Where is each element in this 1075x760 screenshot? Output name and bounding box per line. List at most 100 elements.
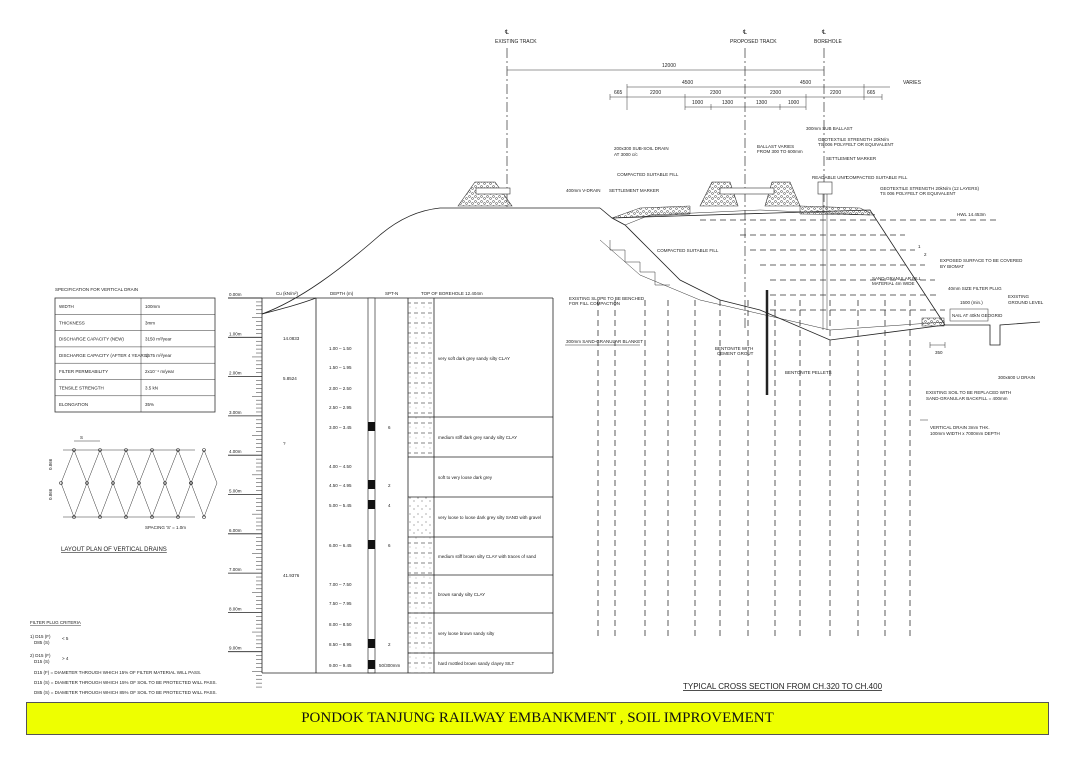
scale-label: 5.00m [229, 489, 242, 494]
soil-description: very soft dark grey sandy silty CLAY [438, 356, 510, 361]
depth-interval: 7.50 – 7.95 [329, 601, 352, 606]
spec-parameter: THICKNESS [59, 320, 85, 325]
drain-point [150, 515, 154, 519]
label-existing-slope: EXISTING SLOPE TO BE BENCHED [569, 296, 645, 301]
cl-symbol: ℄ [742, 30, 747, 36]
vertical-drains [597, 300, 911, 640]
drain-point [202, 515, 206, 519]
label-subsoil-drain2: AT 3000 c/c [614, 152, 638, 157]
title-banner: PONDOK TANJUNG RAILWAY EMBANKMENT , SOIL… [26, 702, 1049, 735]
soil-description: brown sandy silty CLAY [438, 592, 485, 597]
spec-value: 3mm [145, 320, 155, 325]
label-existing-ground2: GROUND LEVEL [1008, 300, 1044, 305]
dim-row3: 2200 [650, 90, 661, 96]
label-exposed-surface2: BY BIOMAT [940, 264, 964, 269]
spt-sample-marker [368, 540, 375, 549]
spec-parameter: WIDTH [59, 304, 74, 309]
label-bentonite-grout2: CEMENT GROUT [717, 351, 754, 356]
dim-half-left: 4500 [682, 80, 693, 86]
drain-point [72, 515, 76, 519]
label-min-1500: 1500 (min.) [960, 300, 983, 305]
label-nail-geogrid: NAIL AT 40kN GEOGRID [952, 313, 1003, 318]
scale-label: 6.00m [229, 528, 242, 533]
filter-note: D15 (F) = DIAMETER THROUGH WHICH 15% OF … [34, 670, 201, 675]
embankment-annotations: 300mm SUB BALLAST GEOTEXTILE STRENGTH 20… [565, 126, 1044, 436]
cl-proposed-track: PROPOSED TRACK [730, 39, 777, 45]
soil-description: medium stiff dark grey sandy silty CLAY [438, 435, 517, 440]
drain-diamond [60, 449, 88, 518]
header-top-of-borehole: TOP OF BOREHOLE 12.404m [421, 291, 483, 296]
depth-interval: 1.00 – 1.50 [329, 346, 352, 351]
label-subsoil-drain: 200x300 SUB-SOIL DRAIN [614, 146, 669, 151]
cu-value: 5.8524 [283, 376, 297, 381]
filter-note: D85 (S) = DIAMETER THROUGH WHICH 85% OF … [34, 690, 217, 695]
dim-varies: VARIES [903, 80, 922, 86]
cu-value: 41.9376 [283, 573, 300, 578]
header-spt: SPT-N [385, 291, 398, 296]
spec-value: 35% [145, 402, 154, 407]
dim-row3: 665 [867, 90, 876, 96]
label-slope-2: 2 [924, 252, 927, 257]
header-depth: DEPTH (m) [330, 291, 354, 296]
drain-point [59, 481, 63, 485]
filter-c1-op: < 5 [62, 636, 69, 641]
spt-sample-marker [368, 500, 375, 509]
label-sand-blanket: 300mm SAND-GRANULAR BLANKET [566, 339, 643, 344]
depth-interval: 2.50 – 2.95 [329, 405, 352, 410]
existing-embankment [261, 181, 600, 315]
label-ballast-varies: BALLAST VARIES [757, 144, 794, 149]
label-geotextile-layers: GEOTEXTILE STRENGTH 20kN/m (12 LAYERS) [880, 186, 979, 191]
drain-point [72, 448, 76, 452]
drain-diamond [164, 449, 192, 518]
filter-c2-den: D15 (S) [34, 659, 50, 664]
depth-interval: 4.00 – 4.50 [329, 464, 352, 469]
drain-diamond [112, 449, 140, 518]
scale-label: 3.00m [229, 410, 242, 415]
drain-point [163, 481, 167, 485]
dim-row3: 2200 [830, 90, 841, 96]
label-sand-granular-fill: SAND-GRANULAR FILL [872, 276, 922, 281]
soil-description: soft to very loose dark grey [438, 475, 493, 480]
filter-c1-den: D85 (S) [34, 640, 50, 645]
layout-dim: 0.866 [48, 488, 53, 500]
label-bentonite-pellets: BENTONITE PELLETS [785, 370, 832, 375]
drain-point [98, 515, 102, 519]
label-bentonite-grout: BENTONITE WITH [715, 346, 753, 351]
depth-interval: 9.00 – 9.45 [329, 663, 352, 668]
soil-hatch [408, 537, 434, 575]
spec-value: 3.5 kN [145, 386, 158, 391]
layout-s-label: S [80, 435, 83, 440]
cl-existing-track: EXISTING TRACK [495, 39, 537, 45]
dimension-lines: 12000 4500 4500 VARIES 665 2200 2300 230… [507, 63, 922, 110]
dim-row3: 2300 [770, 90, 781, 96]
label-existing-soil2: SAND-GRANULAR BACKFILL = 400mm [926, 396, 1008, 401]
scale-label: 1.00m [229, 331, 242, 336]
drain-point [202, 448, 206, 452]
soil-description: medium stiff brown silty CLAY with trace… [438, 554, 537, 559]
section-title: TYPICAL CROSS SECTION FROM CH.320 TO CH.… [683, 682, 883, 691]
dim-row4: 1000 [788, 100, 799, 106]
scale-label: 7.00m [229, 567, 242, 572]
spec-table-title: SPECIFICATION FOR VERTICAL DRAIN [55, 287, 138, 292]
scale-label: 8.00m [229, 606, 242, 611]
layout-spacing: SPACING 'S' = 1.0m [145, 525, 186, 530]
depth-interval: 8.50 – 8.95 [329, 642, 352, 647]
spt-sample-marker [368, 660, 375, 669]
drain-diamond [138, 449, 166, 518]
dim-row4: 1300 [722, 100, 733, 106]
drain-point [150, 448, 154, 452]
soil-hatch [408, 613, 434, 653]
label-settlement-marker-right: SETTLEMENT MARKER [826, 156, 877, 161]
soil-description: very loose to loose dark grey silty SAND… [438, 515, 541, 520]
soil-hatch [408, 653, 434, 673]
filter-c2-num: 2) D15 (F) [30, 653, 51, 658]
label-hwl: HWL 14.453m [957, 212, 986, 217]
drain-point [111, 481, 115, 485]
depth-interval: 5.00 – 5.45 [329, 503, 352, 508]
dim-row3: 2300 [710, 90, 721, 96]
drain-point [124, 515, 128, 519]
spt-sample-marker [368, 639, 375, 648]
spec-parameter: DISCHARGE CAPACITY (NEW) [59, 337, 124, 342]
